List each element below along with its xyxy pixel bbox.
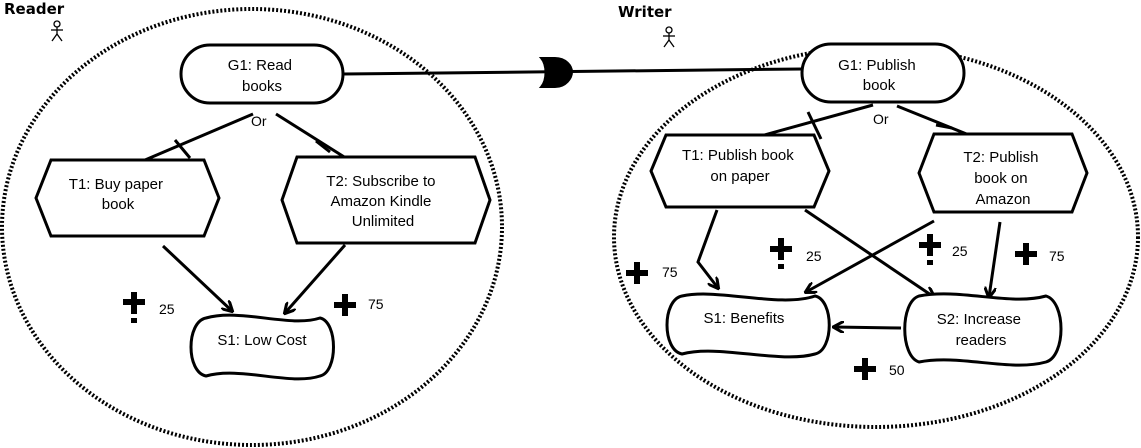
reader-or-link-t2 xyxy=(275,112,350,162)
reader-boundary xyxy=(0,7,504,447)
reader-softgoal-label: S1: Low Cost xyxy=(217,332,307,349)
writer-contribution-s2-s1 xyxy=(834,327,902,328)
reader-contribution-label-t2: 75 xyxy=(368,296,384,312)
writer-contribution-label-t2-s1: 25 xyxy=(806,248,822,264)
writer-task1-node[interactable] xyxy=(649,133,831,209)
reader-goal-line-1: G1: Read xyxy=(228,57,292,74)
reader-contribution-label-t1: 25 xyxy=(159,301,175,317)
reader-goal-node[interactable] xyxy=(179,43,345,105)
reader-task1-label: T1: Buy paper book xyxy=(69,176,167,213)
writer-or-link-t2 xyxy=(896,104,975,139)
reader-or-tick-t1 xyxy=(173,139,192,159)
reader-task2-line-3: Unlimited xyxy=(352,213,415,230)
writer-contribution-label-s2-s1: 50 xyxy=(889,362,905,378)
writer-contribution-t2-s1 xyxy=(806,219,935,292)
reader-task2-line-1: T2: Subscribe to xyxy=(326,173,435,190)
reader-task2-line-2: Amazon Kindle xyxy=(330,193,431,210)
reader-goal-label: G1: Read books xyxy=(228,57,296,95)
writer-task1-line-2: on paper xyxy=(710,168,769,185)
writer-task2-label: T2: Publish book on Amazon xyxy=(963,149,1042,208)
reader-task1-line-1: T1: Buy paper xyxy=(69,176,163,193)
writer-softgoal1-label: S1: Benefits xyxy=(704,310,785,327)
reader-plus-icon xyxy=(334,294,356,316)
writer-or-link-t1 xyxy=(756,103,874,139)
reader-contribution-t2-s1 xyxy=(285,244,347,313)
writer-plus-dot-icon-t1-s2 xyxy=(919,234,941,265)
writer-task1-line-1: T1: Publish book xyxy=(682,147,794,164)
writer-contribution-t1-s2 xyxy=(804,208,934,297)
reader-or-label: Or xyxy=(251,113,267,129)
writer-goal-node[interactable] xyxy=(800,42,966,104)
reader-softgoal-node[interactable] xyxy=(189,313,335,381)
writer-contribution-t1-s1 xyxy=(696,209,718,288)
writer-or-label: Or xyxy=(873,111,889,127)
writer-contribution-label-t1-s2: 25 xyxy=(952,243,968,259)
reader-plus-dot-icon xyxy=(123,292,145,323)
writer-task2-line-1: T2: Publish xyxy=(963,149,1038,166)
writer-plus-icon-s2-s1 xyxy=(854,358,876,380)
reader-actor-label: Reader xyxy=(4,0,65,18)
writer-goal-label: G1: Publish book xyxy=(838,57,920,94)
reader-task1-line-2: book xyxy=(102,196,135,213)
writer-or-tick-t1 xyxy=(806,111,823,140)
reader-or-tick-t2 xyxy=(315,139,331,154)
reader-task2-label: T2: Subscribe to Amazon Kindle Unlimited xyxy=(326,173,439,230)
writer-softgoal2-line-2: readers xyxy=(956,332,1007,349)
reader-stick-figure-icon xyxy=(51,20,63,42)
writer-contribution-label-t2-s2: 75 xyxy=(1049,248,1065,264)
writer-boundary xyxy=(612,45,1140,429)
reader-goal-line-2: books xyxy=(242,78,282,95)
writer-softgoal2-line-1: S2: Increase xyxy=(937,311,1021,328)
writer-stick-figure-icon xyxy=(663,26,675,48)
writer-goal-line-1: G1: Publish xyxy=(838,57,916,74)
writer-actor-label: Writer xyxy=(618,3,672,21)
writer-task2-node[interactable] xyxy=(917,132,1089,214)
reader-contribution-t1-s1 xyxy=(161,244,232,311)
reader-task2-node[interactable] xyxy=(280,155,492,245)
writer-task1-label: T1: Publish book on paper xyxy=(682,147,798,185)
writer-plus-icon-t1-s1 xyxy=(626,262,648,284)
writer-goal-line-2: book xyxy=(863,77,896,94)
writer-contribution-label-t1-s1: 75 xyxy=(662,264,678,280)
writer-softgoal2-label: S2: Increase readers xyxy=(937,311,1025,349)
writer-contribution-t2-s2 xyxy=(989,221,1002,297)
reader-task1-node[interactable] xyxy=(34,158,221,238)
writer-task2-line-2: book on xyxy=(974,170,1027,187)
writer-task2-line-3: Amazon xyxy=(975,191,1030,208)
dependency-d-icon xyxy=(538,57,574,88)
writer-softgoal2-node[interactable] xyxy=(903,292,1063,367)
writer-plus-icon-t2-s2 xyxy=(1015,243,1037,265)
reader-or-link-t1 xyxy=(144,112,254,162)
writer-plus-dot-icon-t2-s1 xyxy=(770,238,792,269)
writer-softgoal1-node[interactable] xyxy=(665,292,831,359)
writer-or-tick-t2 xyxy=(935,123,953,130)
